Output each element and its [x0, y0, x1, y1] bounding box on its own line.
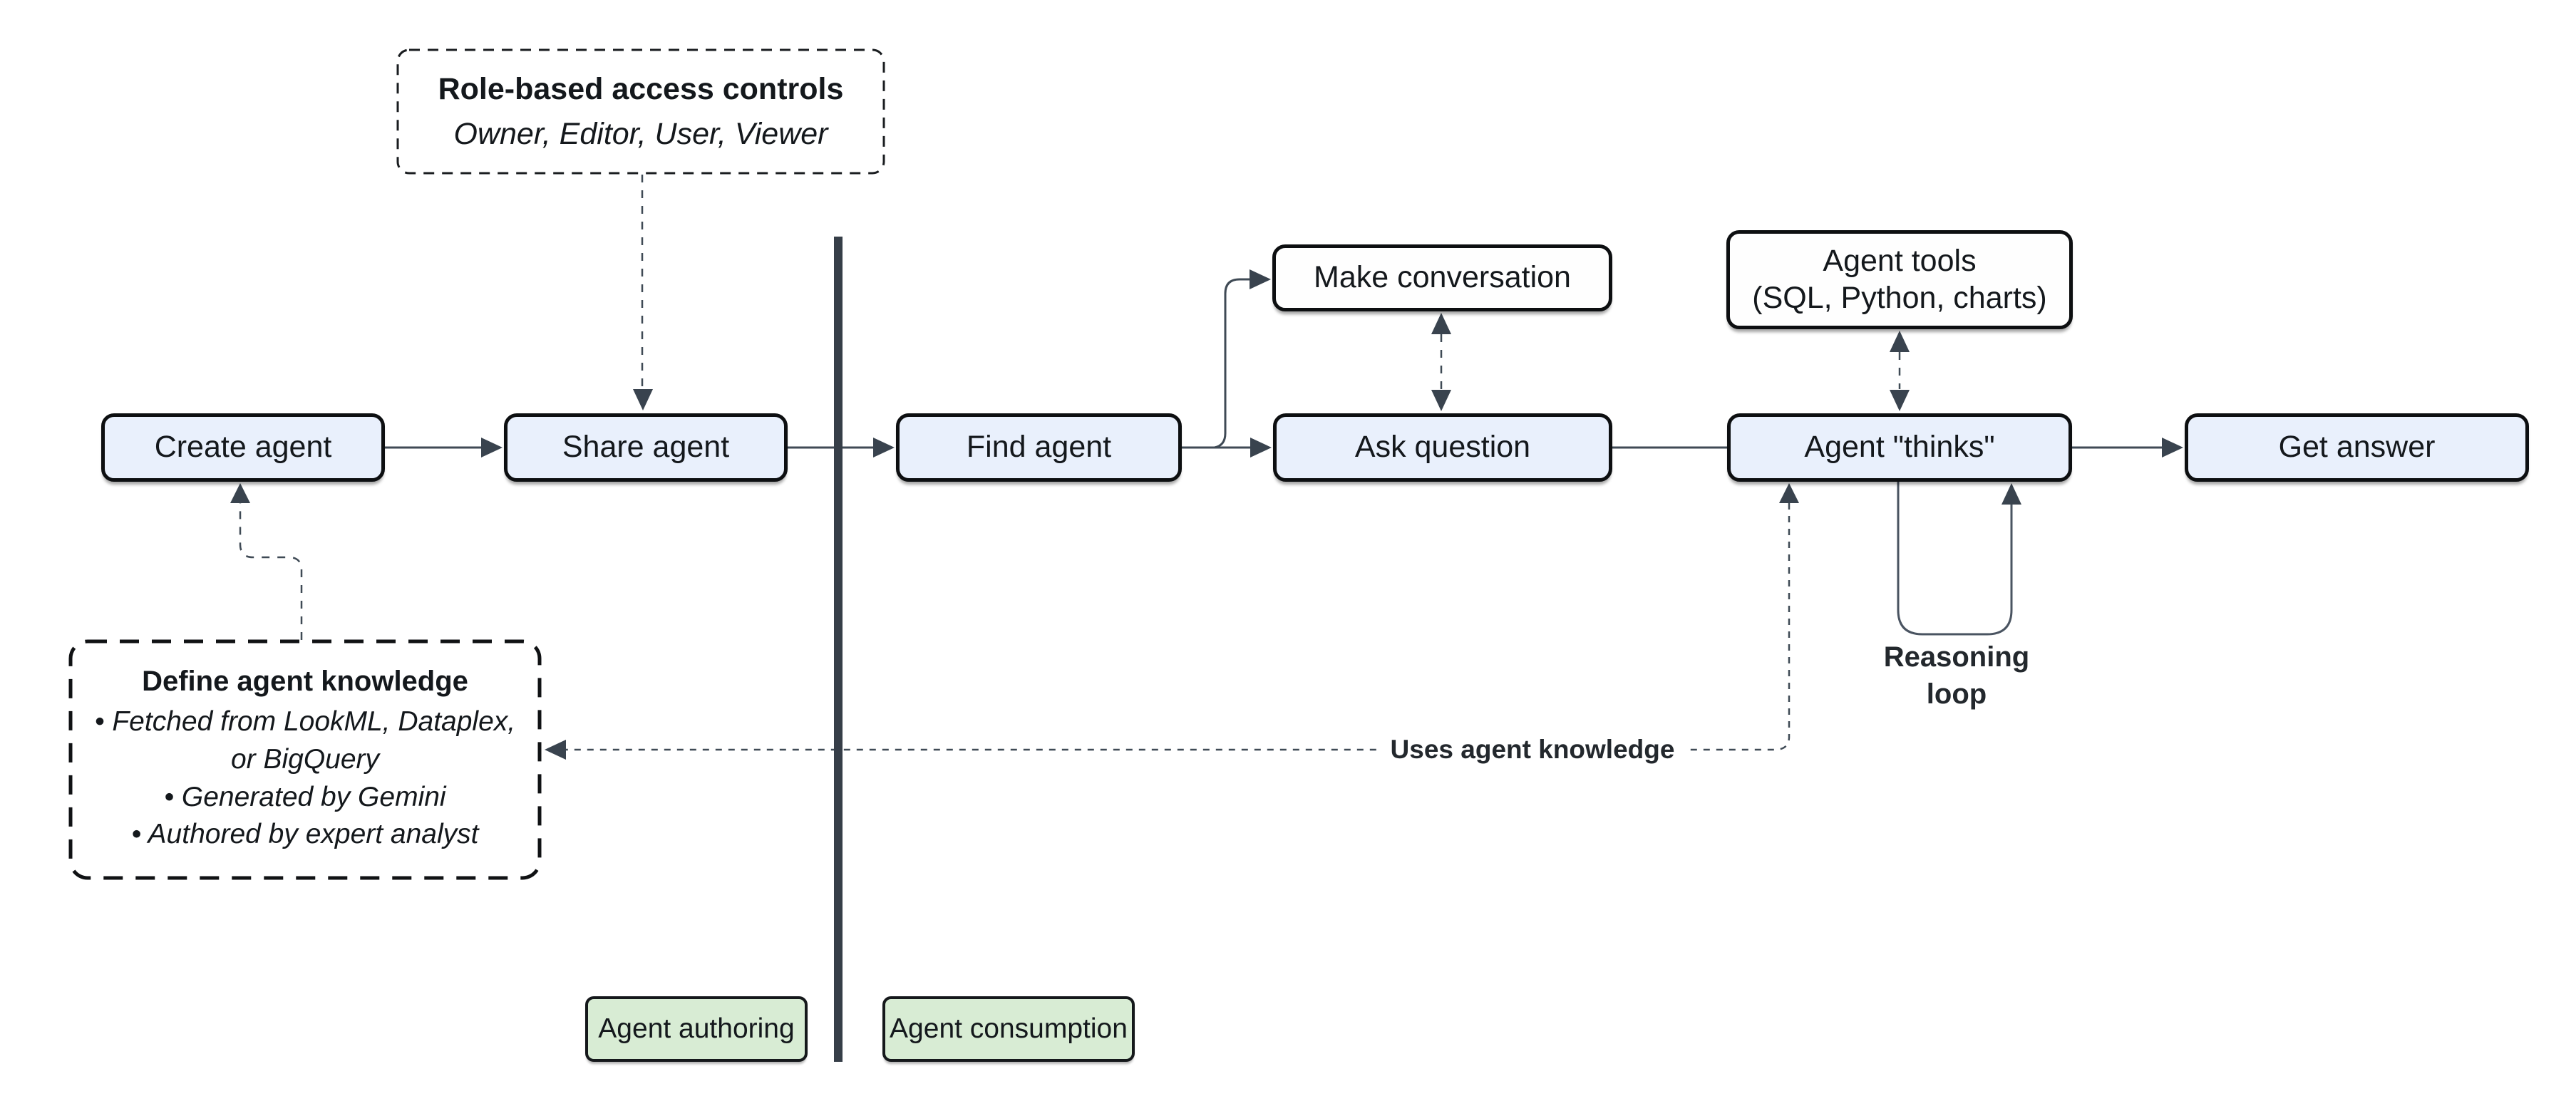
- node-ask-question: Ask question: [1273, 413, 1612, 482]
- knowledge-item: • Authored by expert analyst: [131, 819, 479, 850]
- rbac-roles: Owner, Editor, User, Viewer: [453, 116, 828, 151]
- arrowhead-tools-down: [1890, 390, 1910, 411]
- reasoning-loop-line1: Reasoning: [1883, 641, 2030, 673]
- zone-agent-authoring: Agent authoring: [585, 996, 808, 1062]
- arrowhead-share-to-find: [873, 438, 895, 458]
- arrowhead-make-conversation-up: [1431, 313, 1451, 334]
- zone-agent-consumption: Agent consumption: [882, 996, 1135, 1062]
- knowledge-item: • Generated by Gemini: [164, 781, 446, 812]
- rbac-title: Role-based access controls: [438, 71, 844, 106]
- authoring-consumption-divider: [834, 237, 843, 1062]
- define-knowledge-note-border: [68, 639, 542, 880]
- edge-uses-agent-knowledge: [566, 503, 1791, 751]
- arrowhead-create-to-share: [481, 438, 503, 458]
- node-create-agent: Create agent: [101, 413, 385, 482]
- edge-find-to-make-conversation: [1214, 278, 1251, 449]
- knowledge-title: Define agent knowledge: [142, 666, 468, 698]
- node-share-agent: Share agent: [504, 413, 788, 482]
- node-agent-thinks: Agent "thinks": [1727, 413, 2072, 482]
- node-agent-tools: Agent tools (SQL, Python, charts): [1726, 230, 2073, 329]
- arrowhead-make-conversation-down: [1431, 390, 1451, 411]
- arrowhead-rbac-to-share: [633, 389, 653, 410]
- reasoning-loop-label: Reasoning loop: [1846, 639, 2067, 713]
- arrowhead-find-to-make-conversation: [1250, 269, 1271, 289]
- rbac-note-border: [396, 48, 885, 175]
- agent-tools-line2: (SQL, Python, charts): [1752, 280, 2047, 315]
- reasoning-loop-line2: loop: [1926, 678, 1987, 710]
- knowledge-list: • Fetched from LookML, Dataplex, or BigQ…: [91, 703, 519, 854]
- arrowhead-uses-knowledge-up: [1779, 483, 1799, 503]
- edge-reasoning-loop: [1897, 482, 2013, 636]
- arrowhead-find-to-ask: [1250, 438, 1272, 458]
- agent-tools-line1: Agent tools: [1823, 243, 1977, 278]
- note-define-agent-knowledge: Define agent knowledge • Fetched from Lo…: [71, 641, 540, 878]
- edge-knowledge-to-create: [239, 503, 303, 640]
- node-find-agent: Find agent: [896, 413, 1182, 482]
- arrowhead-tools-up: [1890, 331, 1910, 352]
- arrowhead-thinks-to-get-answer: [2162, 438, 2183, 458]
- uses-agent-knowledge-label: Uses agent knowledge: [1379, 735, 1686, 765]
- note-role-based-access: Role-based access controls Owner, Editor…: [398, 50, 884, 173]
- node-make-conversation: Make conversation: [1272, 244, 1612, 311]
- node-get-answer: Get answer: [2185, 413, 2529, 482]
- arrowhead-reasoning-loop: [2001, 483, 2021, 505]
- knowledge-item: • Fetched from LookML, Dataplex, or BigQ…: [94, 706, 516, 775]
- arrowhead-uses-knowledge-left: [545, 740, 566, 760]
- arrowhead-knowledge-to-create: [230, 483, 250, 503]
